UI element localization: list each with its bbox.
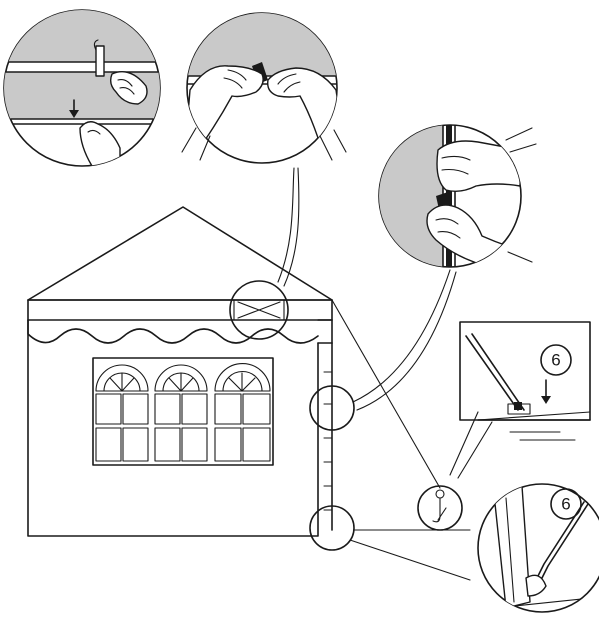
step-number: 6 [561,495,570,514]
tent-sidewall-panel [27,206,441,537]
leader-ground [457,421,493,479]
leader-side [356,271,457,411]
step-number-badge [540,344,572,376]
detail-side-hook-fastening [378,124,537,268]
callout-side-hook [309,385,355,431]
peg-detail-circle [417,485,463,531]
detail-hook-rail [3,9,161,167]
detail-strap-fastening [181,12,347,164]
detail-ground-anchor: 6 [459,321,591,441]
detail-stake-corner: 6 [477,483,599,613]
leader-top [277,167,295,283]
step-number: 6 [551,351,560,370]
leader-ground [449,411,479,476]
leader-top [283,167,300,287]
leader-side [352,269,451,403]
arched-window [92,357,274,466]
callout-top-strap [229,280,289,340]
callout-bottom-corner [309,505,355,551]
leader-corner [349,539,471,581]
step-number-badge [550,488,582,520]
